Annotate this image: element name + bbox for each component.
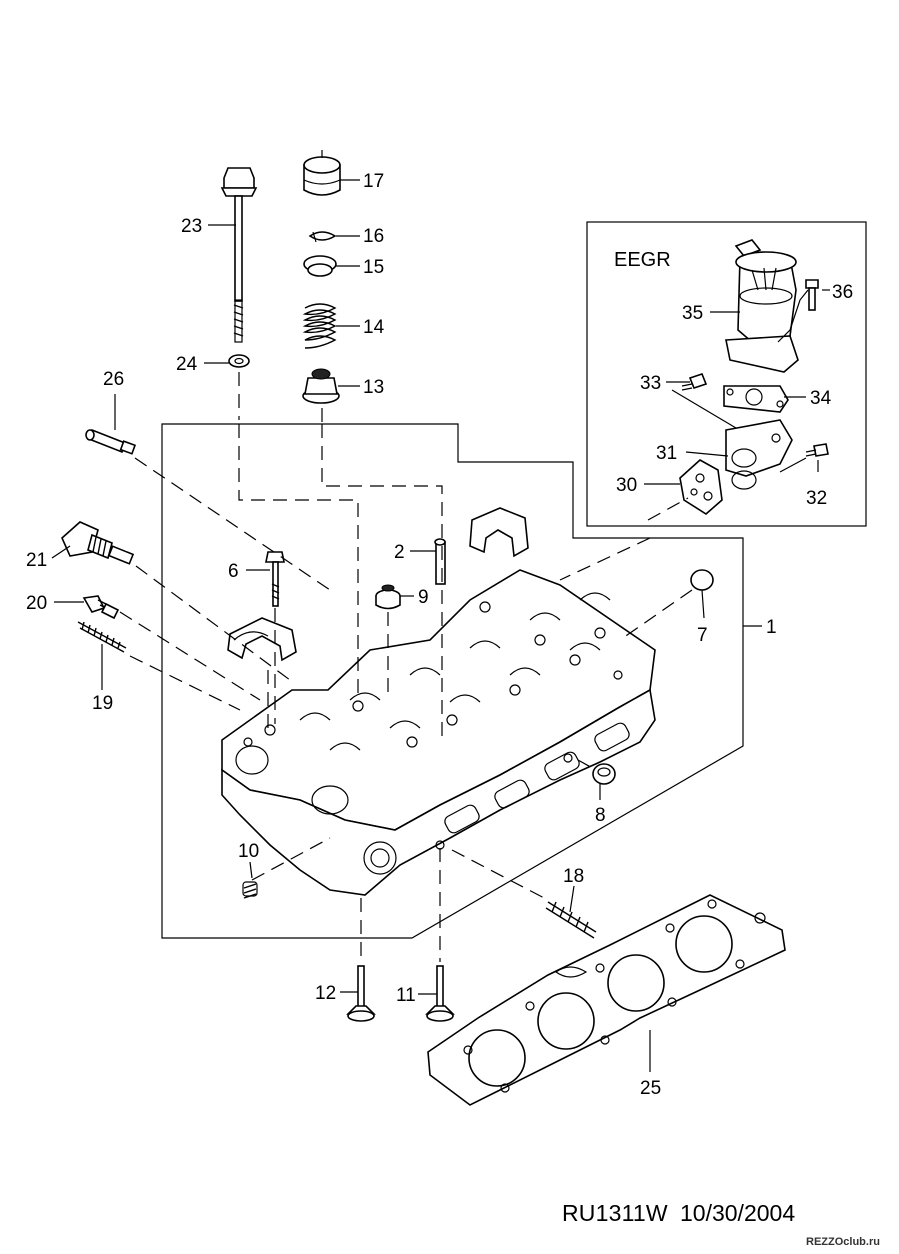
bearing-cap-bolt [265, 551, 285, 607]
callout-10: 10 [238, 841, 259, 862]
dowel-pin-2 [434, 538, 446, 585]
callout-6: 6 [228, 561, 239, 582]
callout-26: 26 [103, 369, 124, 390]
callout-35: 35 [682, 303, 703, 324]
callout-30: 30 [616, 475, 637, 496]
locating-pin-26 [85, 428, 137, 455]
callout-16: 16 [363, 226, 384, 247]
cylinder-head-block [221, 569, 656, 896]
callout-8: 8 [595, 805, 606, 826]
eegr-bolt-33 [681, 373, 708, 391]
fitting-20 [82, 595, 120, 620]
callout-18: 18 [563, 866, 584, 887]
callout-19: 19 [92, 693, 113, 714]
watermark: REZZOclub.ru [806, 1236, 880, 1248]
callout-36: 36 [832, 282, 853, 303]
callout-17: 17 [363, 171, 384, 192]
camshaft-bearing-cap-left [227, 617, 297, 662]
eegr-inset-frame [586, 221, 867, 527]
cylinder-head-bolt [220, 167, 258, 343]
callout-11: 11 [396, 985, 416, 1006]
exhaust-stud [545, 901, 597, 939]
callout-2: 2 [394, 542, 405, 563]
callout-33: 33 [640, 373, 661, 394]
eegr-adapter-31 [725, 419, 793, 490]
callout-15: 15 [363, 257, 384, 278]
plug-7 [690, 569, 714, 591]
callout-34: 34 [810, 388, 832, 409]
camshaft-bearing-cap-right [469, 507, 529, 558]
intake-valve [346, 965, 376, 1022]
callout-21: 21 [26, 550, 47, 571]
diagram-date: 10/30/2004 [680, 1200, 796, 1226]
eegr-gasket-34 [723, 385, 789, 413]
callout-23: 23 [181, 216, 202, 237]
eegr-bolt-36 [805, 279, 819, 311]
callout-32: 32 [806, 488, 827, 509]
callout-9: 9 [418, 587, 429, 608]
fitting-10 [242, 881, 258, 899]
head-bolt-washer [228, 354, 250, 368]
eegr-inset-title: EEGR [614, 249, 671, 271]
eegr-gasket-30 [679, 459, 723, 515]
callout-24: 24 [176, 354, 198, 375]
temperature-sensor [61, 521, 135, 565]
callout-25: 25 [640, 1078, 661, 1099]
callout-31: 31 [656, 443, 677, 464]
callout-13: 13 [363, 377, 384, 398]
valve-spring [302, 303, 337, 349]
plug-8 [592, 763, 616, 785]
stud-19 [77, 621, 127, 653]
callout-14: 14 [363, 317, 385, 338]
callout-20: 20 [26, 593, 47, 614]
plug-9 [375, 584, 401, 610]
valve-stem-seal [302, 368, 340, 404]
valve-keeper [308, 231, 337, 243]
callout-12: 12 [315, 983, 336, 1004]
diagram-code: RU1311W [562, 1200, 668, 1226]
callout-1: 1 [766, 617, 777, 638]
valve-spring-retainer [303, 255, 337, 277]
cylinder-head-assembly-frame [161, 423, 744, 939]
eegr-bolt-32 [805, 443, 829, 457]
valve-tappet [303, 150, 341, 196]
cylinder-head-gasket [427, 894, 786, 1106]
exhaust-valve [425, 965, 455, 1022]
callout-7: 7 [697, 625, 708, 646]
eegr-valve [725, 239, 799, 373]
